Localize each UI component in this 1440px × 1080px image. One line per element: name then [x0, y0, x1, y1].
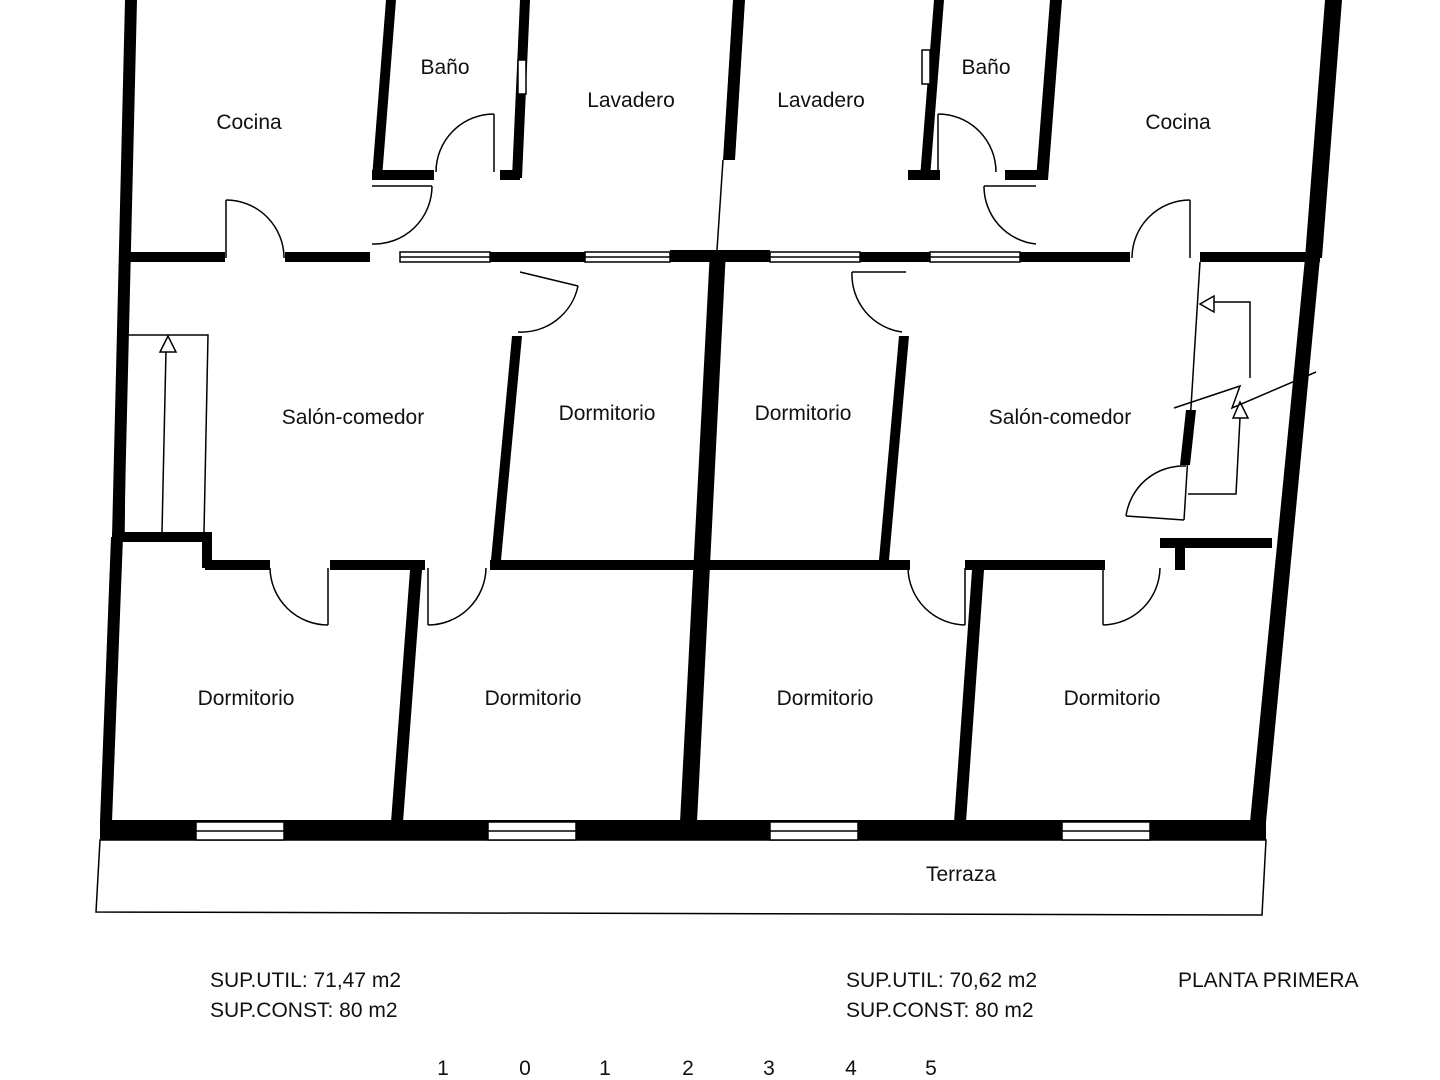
walls [100, 0, 1342, 840]
scale-tick: 1 [437, 1057, 449, 1080]
unit-left-sup-util: SUP.UTIL: 71,47 m2 [210, 969, 402, 992]
room-label-salon-right: Salón-comedor [989, 406, 1131, 429]
unit-right-sup-const: SUP.CONST: 80 m2 [846, 999, 1034, 1022]
unit-left-sup-const: SUP.CONST: 80 m2 [210, 999, 398, 1022]
room-label-salon-left: Salón-comedor [282, 406, 424, 429]
scale-tick: 3 [763, 1057, 775, 1080]
scale-bar: 1 0 1 2 3 4 5 [437, 1057, 937, 1080]
thin-lines [95, 49, 1317, 916]
scale-tick: 0 [519, 1057, 531, 1080]
room-label-terraza: Terraza [926, 863, 996, 886]
room-label-dormitorio-bottom-1: Dormitorio [198, 687, 295, 710]
room-label-dormitorio-bottom-4: Dormitorio [1064, 687, 1161, 710]
scale-tick: 2 [682, 1057, 694, 1080]
room-label-lavadero-right: Lavadero [777, 89, 865, 112]
room-label-dormitorio-mid-right: Dormitorio [755, 402, 852, 425]
unit-right-info: SUP.UTIL: 70,62 m2 SUP.CONST: 80 m2 [846, 966, 1037, 1026]
room-label-bano-right: Baño [961, 56, 1010, 79]
room-label-lavadero-left: Lavadero [587, 89, 675, 112]
scale-tick: 5 [925, 1057, 937, 1080]
room-label-bano-left: Baño [420, 56, 469, 79]
room-labels: Cocina Baño Lavadero Lavadero Baño Cocin… [198, 56, 1211, 886]
scale-tick: 1 [599, 1057, 611, 1080]
room-label-dormitorio-bottom-3: Dormitorio [777, 687, 874, 710]
room-label-cocina-right: Cocina [1145, 111, 1211, 134]
scale-tick: 4 [845, 1057, 857, 1080]
room-label-dormitorio-mid-left: Dormitorio [559, 402, 656, 425]
room-label-cocina-left: Cocina [216, 111, 282, 134]
room-label-dormitorio-bottom-2: Dormitorio [485, 687, 582, 710]
plan-title: PLANTA PRIMERA [1178, 969, 1359, 992]
unit-right-sup-util: SUP.UTIL: 70,62 m2 [846, 969, 1038, 992]
unit-left-info: SUP.UTIL: 71,47 m2 SUP.CONST: 80 m2 [210, 966, 401, 1026]
